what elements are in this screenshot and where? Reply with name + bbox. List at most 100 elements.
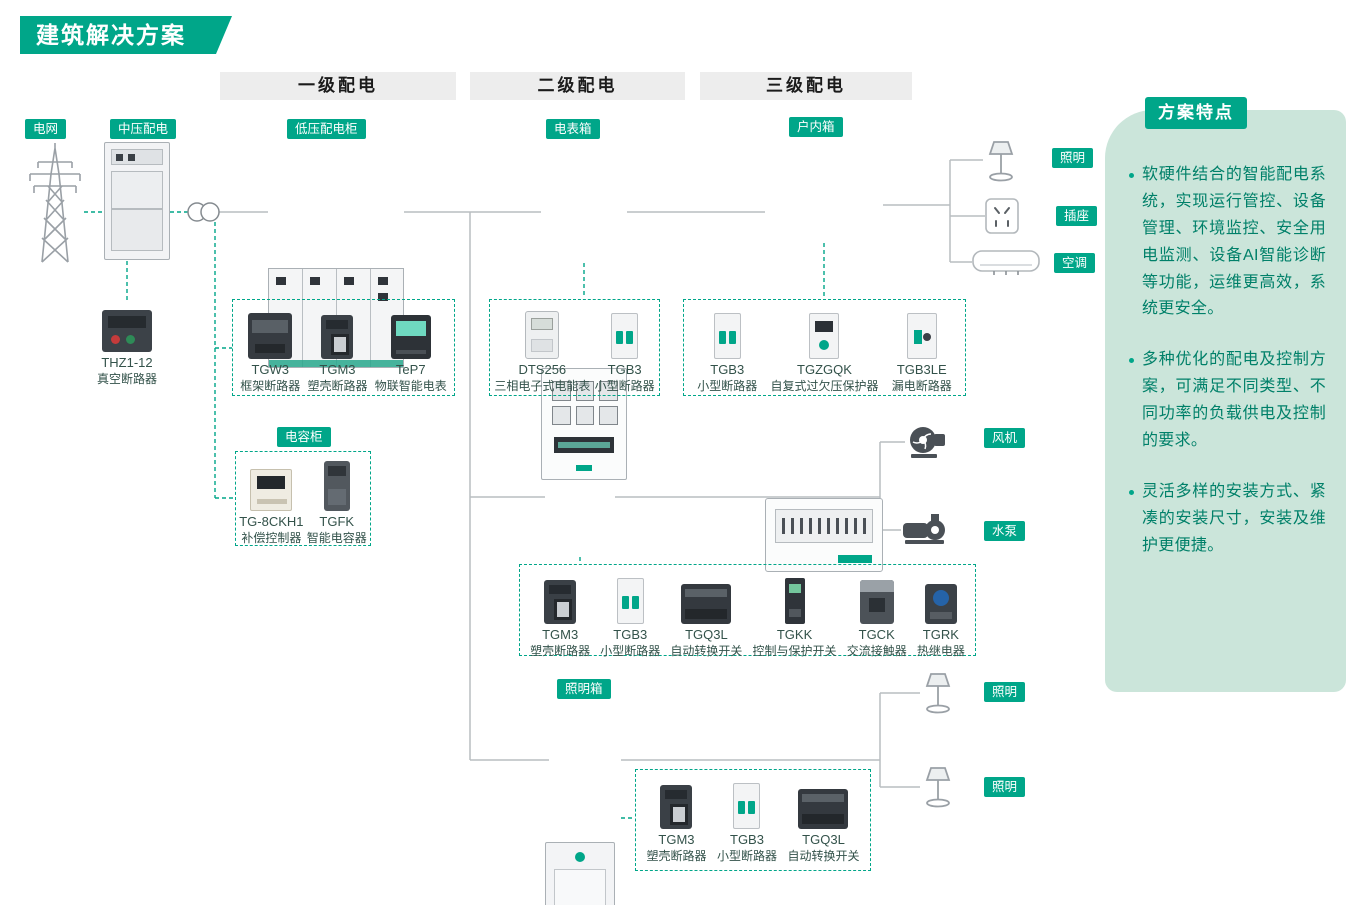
product-desc: 框架断路器 xyxy=(240,378,301,393)
product-item-tg8ckh1: TG-8CKH1 补偿控制器 xyxy=(239,461,304,546)
lv-switchgear-kickplate xyxy=(269,360,403,367)
product-name: TGKK xyxy=(776,627,813,642)
lamp-icon xyxy=(983,138,1019,189)
fan-icon xyxy=(905,424,947,465)
tag-meter-box: 电表箱 xyxy=(546,119,600,139)
voltage-protector-photo xyxy=(809,309,840,359)
product-item-tgq3l: TGQ3L 自动转换开关 xyxy=(787,779,860,864)
tag-load-lighting-1: 照明 xyxy=(1052,148,1094,168)
mini-breaker-photo xyxy=(611,309,639,359)
transmission-tower-icon xyxy=(26,140,84,269)
tag-load-socket: 插座 xyxy=(1056,206,1098,226)
product-name: TG-8CKH1 xyxy=(239,514,304,529)
lamp-icon xyxy=(920,764,956,815)
product-name: TGQ3L xyxy=(802,832,845,847)
product-desc: 智能电容器 xyxy=(306,530,367,545)
transfer-switch-photo xyxy=(681,574,732,624)
product-desc: 小型断路器 xyxy=(716,848,777,863)
product-name: TGM3 xyxy=(658,832,695,847)
tag-lv-cabinet: 低压配电柜 xyxy=(287,119,366,139)
product-desc: 真空断路器 xyxy=(96,371,157,386)
product-name: DTS256 xyxy=(518,362,567,377)
feature-item: 多种优化的配电及控制方案，可满足不同类型、不同功率的负载供电及控制的要求。 xyxy=(1129,347,1326,455)
product-item-tgb3: TGB3 小型断路器 xyxy=(697,309,757,394)
compensation-controller-photo xyxy=(250,461,293,511)
mv-cabinet-image xyxy=(104,142,170,260)
transformer-icon xyxy=(187,202,220,222)
column-header-primary: 一级配电 xyxy=(220,72,456,100)
product-desc: 自动转换开关 xyxy=(670,643,743,658)
product-name: TGQ3L xyxy=(685,627,728,642)
product-desc: 小型断路器 xyxy=(697,378,758,393)
lv-display-1 xyxy=(276,277,286,285)
mini-breaker-photo xyxy=(713,309,741,359)
product-item-tgrk: TGRK 热继电器 xyxy=(917,574,965,659)
product-name: TGFK xyxy=(319,514,355,529)
product-name: TeP7 xyxy=(395,362,426,377)
product-item-tgck: TGCK 交流接触器 xyxy=(847,574,907,659)
meter-box-image xyxy=(541,368,627,480)
product-name: TGB3 xyxy=(710,362,745,377)
meter-windows xyxy=(552,381,618,425)
product-item-tep7: TeP7 物联智能电表 xyxy=(375,309,447,394)
page-title: 建筑解决方案 xyxy=(20,16,232,54)
product-item-tgw3: TGW3 框架断路器 xyxy=(240,309,300,394)
product-desc: 物联智能电表 xyxy=(374,378,447,393)
product-item-tgb3: TGB3 小型断路器 xyxy=(595,309,655,394)
product-item-tgb3: TGB3 小型断路器 xyxy=(717,779,777,864)
mini-breaker-photo xyxy=(733,779,761,829)
smart-meter-photo xyxy=(390,309,431,359)
power-cabinet-door xyxy=(554,869,606,905)
molded-case-breaker-photo xyxy=(544,574,577,624)
product-name: TGB3 xyxy=(730,832,764,847)
power-cabinet-logo xyxy=(575,852,585,862)
product-desc: 塑壳断路器 xyxy=(530,643,591,658)
pump-icon xyxy=(901,512,947,553)
product-desc: 小型断路器 xyxy=(600,643,661,658)
features-header: 方案特点 xyxy=(1145,97,1247,129)
group-indoor: TGB3 小型断路器 TGZGQK 自复式过欠压保护器 TGB3LE 漏电断路器 xyxy=(683,299,966,396)
feature-item: 软硬件结合的智能配电系统，实现运行管控、设备管理、环境监控、安全用电监测、设备A… xyxy=(1129,162,1326,323)
product-item-tgkk: TGKK 控制与保护开关 xyxy=(753,574,837,659)
mv-cabinet-door xyxy=(111,171,163,209)
tag-grid: 电网 xyxy=(25,119,67,139)
mv-cabinet-panel xyxy=(111,149,163,165)
tag-load-fan: 风机 xyxy=(984,428,1026,448)
lv-display-3 xyxy=(344,277,354,285)
product-desc: 补偿控制器 xyxy=(241,530,302,545)
product-desc: 控制与保护开关 xyxy=(752,643,837,658)
product-name: TGRK xyxy=(922,627,959,642)
thermal-relay-photo xyxy=(924,574,957,624)
product-item-dts256: DTS256 三相电子式电能表 xyxy=(494,309,590,394)
product-item-tgm3: TGM3 塑壳断路器 xyxy=(307,309,368,394)
lv-display-5 xyxy=(378,293,388,301)
product-item-tgfk: TGFK 智能电容器 xyxy=(307,461,367,546)
product-item-tgm3: TGM3 塑壳断路器 xyxy=(530,574,590,659)
indoor-box-image xyxy=(765,498,883,572)
features-panel: 方案特点 软硬件结合的智能配电系统，实现运行管控、设备管理、环境监控、安全用电监… xyxy=(1105,97,1346,692)
group-incoming-feeder: TGW3 框架断路器 TGM3 塑壳断路器 TeP7 物联智能电表 xyxy=(232,299,455,396)
product-name: TGB3LE xyxy=(896,362,947,377)
product-desc: 热继电器 xyxy=(916,643,965,658)
energy-meter-photo xyxy=(525,309,560,359)
tag-load-lighting-3: 照明 xyxy=(984,777,1026,797)
control-protection-switch-photo xyxy=(784,574,805,624)
product-desc: 三相电子式电能表 xyxy=(494,378,591,393)
product-item-tgm3: TGM3 塑壳断路器 xyxy=(646,779,707,864)
product-desc: 漏电断路器 xyxy=(891,378,952,393)
product-desc: 自复式过欠压保护器 xyxy=(770,378,879,393)
tag-load-water-pump: 水泵 xyxy=(984,521,1026,541)
socket-icon xyxy=(985,198,1019,239)
features-list: 软硬件结合的智能配电系统，实现运行管控、设备管理、环境监控、安全用电监测、设备A… xyxy=(1129,162,1326,559)
tag-indoor-box: 户内箱 xyxy=(789,117,843,137)
tag-lighting-box: 照明箱 xyxy=(557,679,611,699)
product-name: TGM3 xyxy=(319,362,356,377)
product-name: TGW3 xyxy=(251,362,290,377)
mv-cabinet-lower-door xyxy=(111,209,163,251)
residual-current-breaker-photo xyxy=(906,309,937,359)
lv-display-2 xyxy=(310,277,320,285)
product-name: THZ1-12 xyxy=(101,355,153,370)
group-lighting: TGM3 塑壳断路器 TGB3 小型断路器 TGQ3L 自动转换开关 xyxy=(635,769,871,871)
tag-load-lighting-2: 照明 xyxy=(984,682,1026,702)
